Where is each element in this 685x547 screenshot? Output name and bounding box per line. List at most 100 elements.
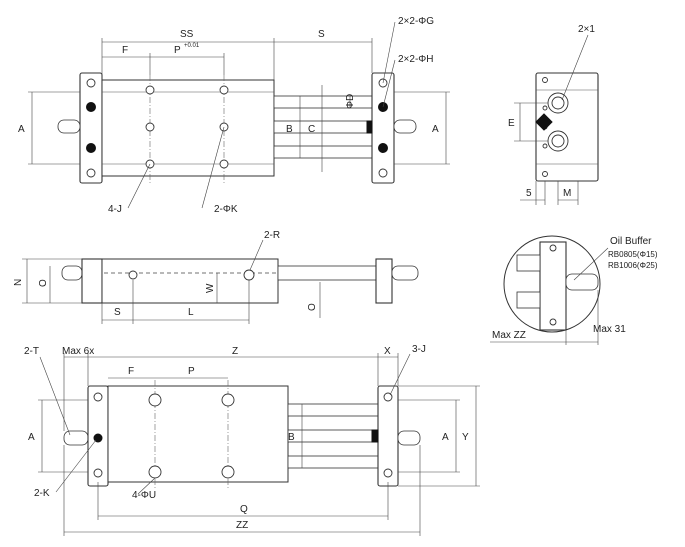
port-dot <box>86 102 96 112</box>
mount-hole <box>86 168 96 178</box>
bottom-view: 2-T Max 6x Z X 3-J F P A B A Y 2-K 4-ΦU <box>24 344 480 536</box>
bottom-hole <box>93 468 103 478</box>
right-end-plate <box>371 72 395 184</box>
detail-hole <box>549 244 557 252</box>
guide-rod <box>273 95 375 109</box>
bumper-block <box>366 120 373 134</box>
dim-c: C <box>308 124 315 135</box>
dim-a-bottom-left: A <box>28 432 35 443</box>
bottom-hole <box>93 392 103 402</box>
oil-buffer-title: Oil Buffer <box>610 236 652 247</box>
dim-w: W <box>205 283 216 293</box>
port-ring-inner <box>551 96 565 110</box>
bottom-body-hole <box>221 393 235 407</box>
side-view: 2-R N O W O S L <box>13 230 419 324</box>
right-stud <box>393 119 417 134</box>
dim-b-bottom: B <box>288 432 295 443</box>
detail-buffer <box>565 273 599 291</box>
bottom-bumper <box>371 429 379 443</box>
end-view: 2×1 E 5 M <box>508 24 599 205</box>
detail-rod <box>516 291 541 309</box>
dim-f: F <box>122 45 128 56</box>
callout-2-r: 2-R <box>264 230 280 241</box>
dim-p-bottom: P <box>188 366 195 377</box>
bottom-body <box>107 385 289 483</box>
mount-hole <box>86 78 96 88</box>
dim-a-right: A <box>432 124 439 135</box>
left-stud <box>57 119 81 134</box>
callout-2-k: 2-K <box>34 488 50 499</box>
bottom-left-stud <box>63 430 89 446</box>
side-right-plate <box>375 258 393 304</box>
dim-a-left: A <box>18 124 25 135</box>
callout-2-t: 2-T <box>24 346 39 357</box>
dim-s: S <box>318 29 325 40</box>
bottom-body-hole <box>221 465 235 479</box>
callout-2x2-g: 2×2-ΦG <box>398 16 434 27</box>
guide-rod <box>273 145 375 159</box>
dim-phi-d: ΦD <box>345 94 356 109</box>
dim-a-bottom-right: A <box>442 432 449 443</box>
dim-p-tolerance: +0.01 <box>184 43 200 49</box>
side-rod <box>277 265 379 281</box>
dim-f-bottom: F <box>128 366 134 377</box>
dim-p: P <box>174 45 181 56</box>
side-left-stud <box>61 265 83 281</box>
port-dot <box>378 143 388 153</box>
bottom-rod <box>287 455 379 469</box>
hex-nut-icon <box>535 113 553 131</box>
dim-z: Z <box>232 346 238 357</box>
side-hole <box>128 270 138 280</box>
dim-5: 5 <box>526 188 532 199</box>
dim-m: M <box>563 188 571 199</box>
dim-max-31: Max 31 <box>593 324 626 335</box>
end-hole <box>542 143 548 149</box>
body-hole <box>145 122 155 132</box>
mount-hole <box>378 168 388 178</box>
end-hole <box>542 171 548 177</box>
detail-rod <box>516 254 541 272</box>
side-body <box>101 258 279 304</box>
bottom-body-hole <box>148 465 162 479</box>
bottom-rod <box>287 403 379 417</box>
dim-l: L <box>188 307 194 318</box>
detail-plate <box>539 241 567 331</box>
detail-circle <box>503 235 601 333</box>
dim-y: Y <box>462 432 469 443</box>
callout-4-j: 4-J <box>108 204 122 215</box>
dim-n: N <box>13 279 24 286</box>
bottom-hole <box>383 468 393 478</box>
detail-hole <box>549 318 557 326</box>
dim-o-left: O <box>38 279 49 287</box>
dim-o-right: O <box>307 303 318 311</box>
bottom-hole <box>383 392 393 402</box>
side-hole <box>243 269 255 281</box>
oil-buffer-detail: Oil Buffer RB0805(Φ15) RB1006(Φ25) Max Z… <box>490 235 658 345</box>
bottom-body-hole <box>148 393 162 407</box>
callout-2x1: 2×1 <box>578 24 595 35</box>
cylinder-body <box>101 79 275 177</box>
callout-4-phi-u: 4-ΦU <box>132 490 156 501</box>
top-view: SS S F P +0.01 A B C ΦD A 2×2-ΦG 2×2-ΦH <box>18 16 450 215</box>
body-hole <box>145 85 155 95</box>
callout-3-j: 3-J <box>412 344 426 355</box>
body-hole <box>219 159 229 169</box>
left-end-plate <box>79 72 103 184</box>
side-right-stud <box>391 265 419 281</box>
dim-s-side: S <box>114 307 121 318</box>
port-dot <box>86 143 96 153</box>
body-hole <box>219 85 229 95</box>
dim-zz: ZZ <box>236 520 248 531</box>
end-hole <box>542 105 548 111</box>
oil-buffer-rb0805: RB0805(Φ15) <box>608 250 658 259</box>
callout-2x2-h: 2×2-ΦH <box>398 54 434 65</box>
port-ring-inner <box>551 134 565 148</box>
dim-q: Q <box>240 504 248 515</box>
side-left-plate <box>81 258 103 304</box>
dim-x: X <box>384 346 391 357</box>
dim-max-6x: Max 6x <box>62 346 94 357</box>
bottom-right-stud <box>397 430 421 446</box>
dim-max-zz: Max ZZ <box>492 330 526 341</box>
dim-b: B <box>286 124 293 135</box>
bottom-rod <box>287 429 379 443</box>
